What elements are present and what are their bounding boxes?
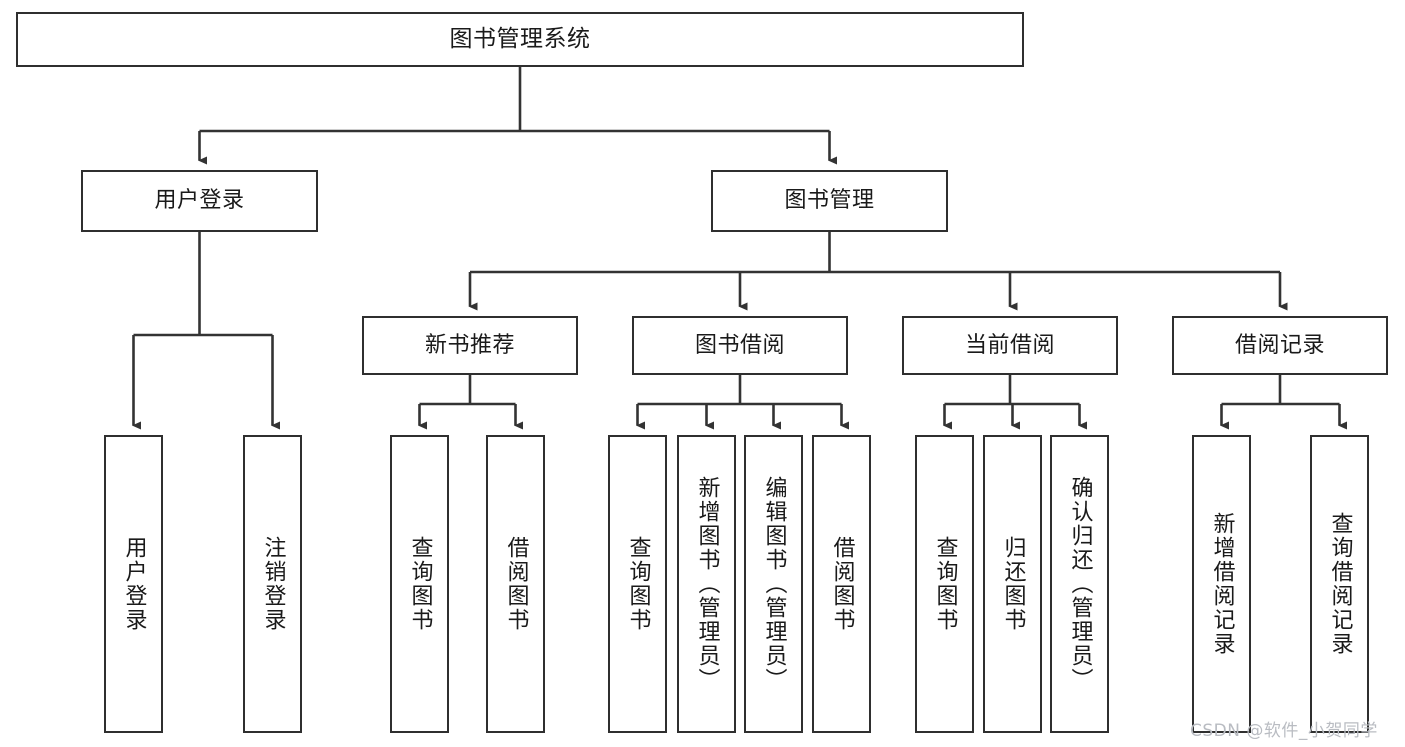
node-leaf-return-book[interactable]: 归还图书	[983, 435, 1042, 733]
node-leaf-query-record[interactable]: 查询借阅记录	[1310, 435, 1369, 733]
node-label: 借阅图书	[503, 536, 529, 632]
node-leaf-logout[interactable]: 注销登录	[243, 435, 302, 733]
node-book-manage[interactable]: 图书管理	[711, 170, 948, 232]
node-borrow-record[interactable]: 借阅记录	[1172, 316, 1388, 375]
node-label: 图书借阅	[694, 332, 785, 358]
node-leaf-query-book-2[interactable]: 查询图书	[608, 435, 667, 733]
node-label: 注销登录	[260, 536, 286, 632]
node-new-book-rec[interactable]: 新书推荐	[362, 316, 578, 375]
node-label: 图书管理系统	[449, 25, 591, 52]
node-current-borrow[interactable]: 当前借阅	[902, 316, 1118, 375]
node-label: 编辑图书（管理员）	[761, 476, 787, 692]
node-label: 查询图书	[625, 536, 651, 632]
node-leaf-add-book[interactable]: 新增图书（管理员）	[677, 435, 736, 733]
node-label: 确认归还（管理员）	[1067, 476, 1093, 692]
node-label: 新增借阅记录	[1209, 512, 1235, 656]
node-leaf-user-login[interactable]: 用户登录	[104, 435, 163, 733]
node-root[interactable]: 图书管理系统	[16, 12, 1024, 67]
node-label: 新书推荐	[424, 332, 515, 358]
node-leaf-query-book-3[interactable]: 查询图书	[915, 435, 974, 733]
node-leaf-edit-book[interactable]: 编辑图书（管理员）	[744, 435, 803, 733]
node-leaf-add-record[interactable]: 新增借阅记录	[1192, 435, 1251, 733]
node-leaf-confirm-return[interactable]: 确认归还（管理员）	[1050, 435, 1109, 733]
node-label: 归还图书	[1000, 536, 1026, 632]
node-label: 当前借阅	[964, 332, 1055, 358]
node-label: 用户登录	[154, 188, 245, 214]
node-label: 借阅记录	[1234, 332, 1325, 358]
node-label: 借阅图书	[829, 536, 855, 632]
edges-group	[134, 67, 1340, 426]
node-label: 图书管理	[784, 188, 875, 214]
node-book-borrow[interactable]: 图书借阅	[632, 316, 848, 375]
node-label: 新增图书（管理员）	[694, 476, 720, 692]
node-label: 查询图书	[407, 536, 433, 632]
node-label: 查询图书	[932, 536, 958, 632]
node-leaf-query-book-1[interactable]: 查询图书	[390, 435, 449, 733]
node-leaf-borrow-book-2[interactable]: 借阅图书	[812, 435, 871, 733]
node-user-login[interactable]: 用户登录	[81, 170, 318, 232]
node-label: 用户登录	[121, 536, 147, 632]
node-label: 查询借阅记录	[1327, 512, 1353, 656]
node-leaf-borrow-book-1[interactable]: 借阅图书	[486, 435, 545, 733]
